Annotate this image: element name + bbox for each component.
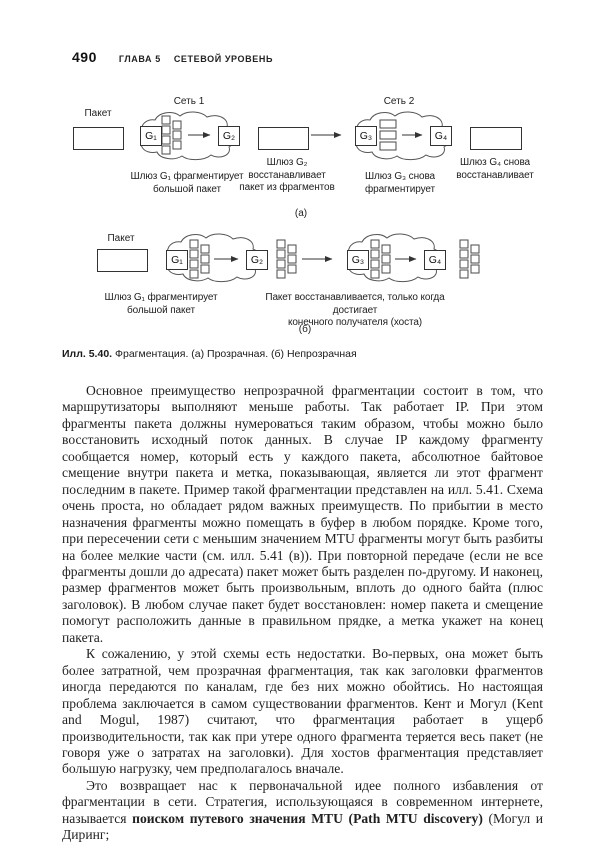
page-header: 490 ГЛАВА 5 СЕТЕВОЙ УРОВЕНЬ [72,49,273,65]
subfigure-a-tag: (а) [294,208,308,219]
fragment-bars [379,119,397,151]
packet-label: Пакет [107,233,135,244]
figure-diagram-svg [140,111,480,283]
gateway-g3-caption: Шлюз G₃ снова фрагментирует [364,171,436,195]
gateway-box-g2: G₂ [218,126,240,146]
gateway-box-g3: G₃ [347,250,369,270]
paragraph-3-text: Это возвращает нас к первоначальной идее… [62,777,543,826]
network-1-label: Сеть 1 [173,96,205,107]
fragment-squares [189,239,480,279]
packet-rect [73,127,124,150]
gateway-box-g1: G₁ [166,250,188,270]
paragraph-3-bold-term: поиском путевого значения MTU (Path MTU … [132,810,483,826]
gateway-box-g4: G₄ [424,250,446,270]
subfigure-b-tag: (б) [298,324,312,335]
paragraph-2: К сожалению, у этой схемы есть недостатк… [62,646,543,778]
fragment-squares [161,115,182,155]
network-2-label: Сеть 2 [383,96,415,107]
gateway-g2-caption: Шлюз G₂ восстанавливает пакет из фрагмен… [239,157,335,193]
paragraph-3: Это возвращает нас к первоначальной идее… [62,778,543,844]
page-number: 490 [72,49,97,65]
figure-caption-number: Илл. 5.40. [62,348,113,360]
gateway-box-g3: G₃ [355,126,377,146]
packet-label: Пакет [84,108,112,119]
packet-rect [97,249,148,272]
gateway-box-g1: G₁ [140,126,162,146]
diagram-a-shapes [140,111,451,161]
paragraph-1: Основное преимущество непрозрачной фрагм… [62,383,543,646]
body-text: Основное преимущество непрозрачной фрагм… [62,383,543,844]
host-reassembly-caption: Пакет восстанавливается, только когда до… [265,292,445,328]
gateway-g1-caption: Шлюз G₁ фрагментирует большой пакет [104,292,218,316]
figure-caption-text: Фрагментация. (а) Прозрачная. (б) Непроз… [112,348,357,360]
gateway-box-g4: G₄ [430,126,452,146]
gateway-box-g2: G₂ [246,250,268,270]
chapter-number: ГЛАВА 5 [118,54,161,64]
paragraph-1-text: Основное преимущество непрозрачной фрагм… [62,383,543,645]
packet-rect [470,127,522,150]
packet-rect [258,127,309,150]
gateway-g4-caption: Шлюз G₄ снова восстанавливает [456,157,534,181]
diagram-b-shapes [166,233,480,283]
figure-5-40: Сеть 1 Сеть 2 Пакет G₁ G₂ G₃ G₄ Шлюз G₁ … [62,95,544,345]
paragraph-2-text: К сожалению, у этой схемы есть недостатк… [62,646,543,777]
gateway-g1-caption: Шлюз G₁ фрагментирует большой пакет [130,171,244,195]
paragraph-3-tail: (Могул и Диринг; [62,810,543,843]
chapter-title: СЕТЕВОЙ УРОВЕНЬ [173,54,274,64]
figure-caption: Илл. 5.40. Фрагментация. (а) Прозрачная.… [62,348,544,360]
